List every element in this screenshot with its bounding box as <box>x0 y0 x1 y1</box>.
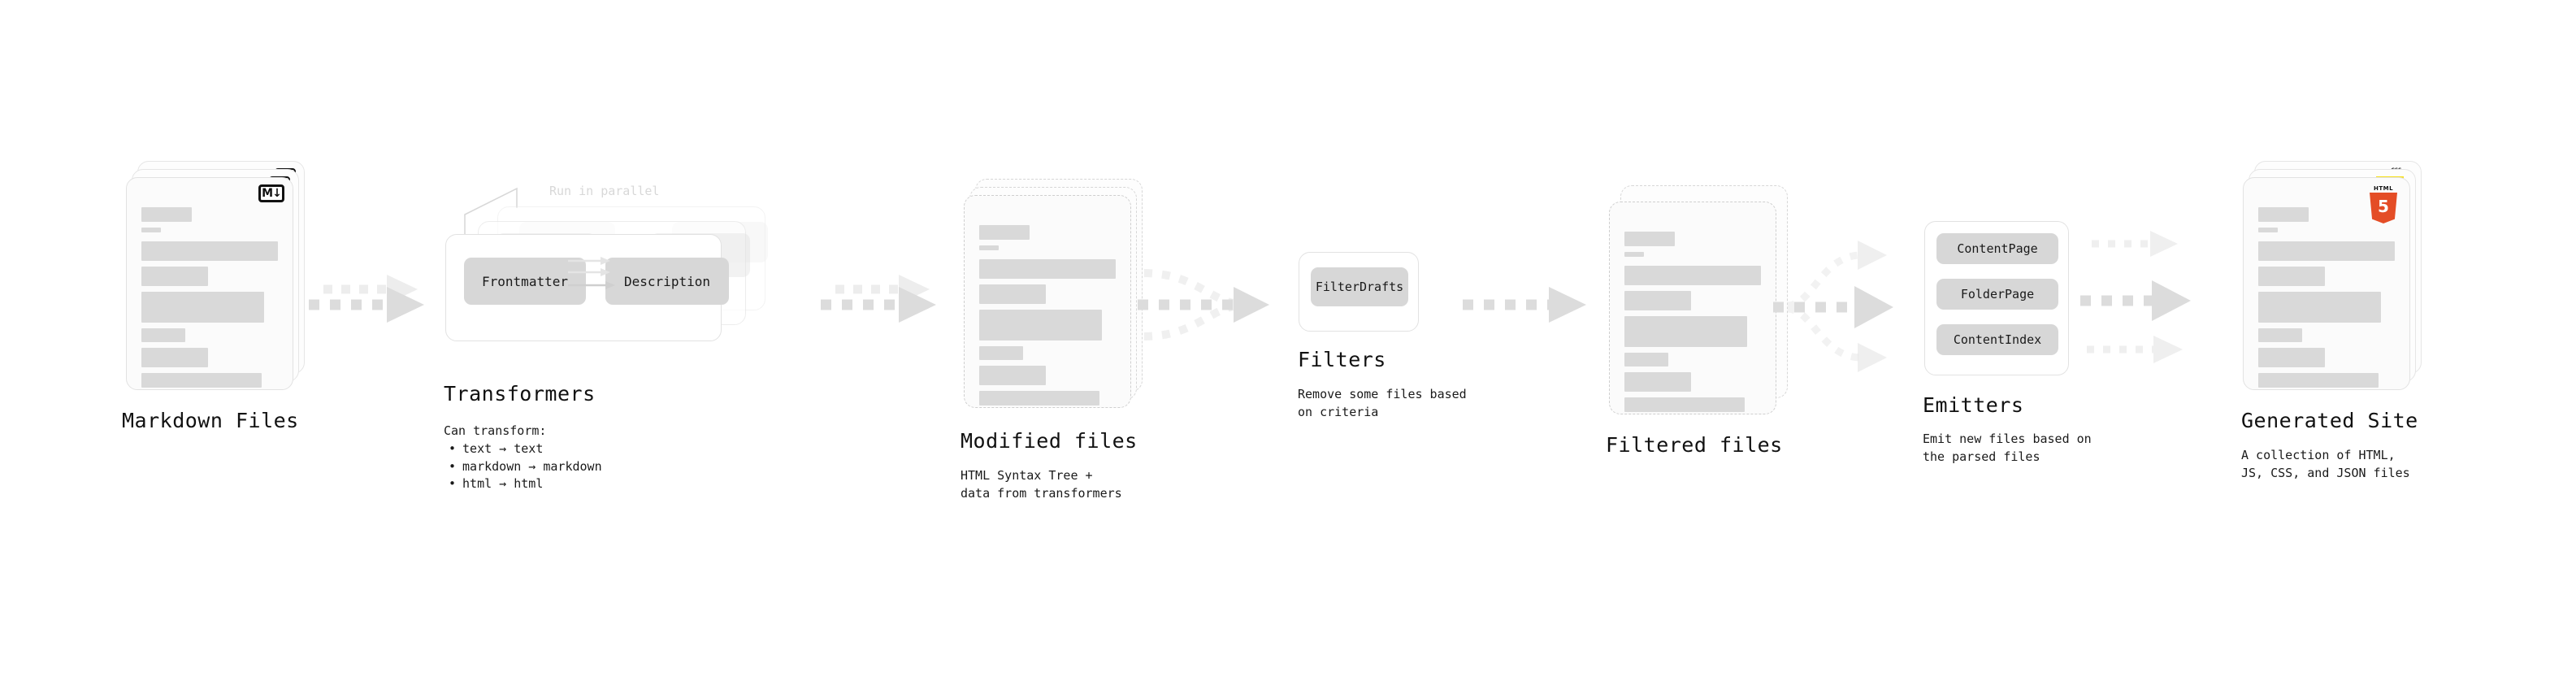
modified-description: HTML Syntax Tree + data from transformer… <box>961 467 1122 503</box>
html5-icon: HTML <box>2367 186 2400 223</box>
stage-filtered-files: Filtered files <box>1606 185 1788 457</box>
bullet-item: markdown → markdown <box>444 458 602 476</box>
filters-description: Remove some files based on criteria <box>1298 386 1467 422</box>
generated-description: A collection of HTML, JS, CSS, and JSON … <box>2241 447 2410 483</box>
chip-label: Description <box>624 273 710 289</box>
generated-desc-line-2: JS, CSS, and JSON files <box>2241 465 2410 480</box>
transformers-desc-heading: Can transform: <box>444 423 547 438</box>
arrow-filters-to-filtered <box>1463 287 1586 323</box>
skeleton-bars <box>2258 207 2395 393</box>
stage-title-markdown: Markdown Files <box>122 409 299 432</box>
emitter-chip-contentpage[interactable]: ContentPage <box>1936 233 2058 264</box>
chip-label: ContentPage <box>1957 241 2038 256</box>
bullet-item: text → text <box>444 440 602 458</box>
chip-label: Frontmatter <box>482 273 568 289</box>
stage-markdown-files: M↓ M↓ M↓ Markdown Files <box>122 161 305 432</box>
markdown-icon: M↓ <box>258 184 284 202</box>
emitters-desc-line-2: the parsed files <box>1923 449 2040 464</box>
chip-label: FolderPage <box>1960 287 2035 301</box>
emitters-desc-line-1: Emit new files based on <box>1923 432 2092 446</box>
stage-emitters: ContentPage FolderPage ContentIndex Emit… <box>1923 221 2092 464</box>
skeleton-bars <box>979 225 1116 411</box>
stage-title-filters: Filters <box>1298 348 1386 371</box>
chip-label: ContentIndex <box>1953 332 2042 347</box>
modified-document-card <box>964 195 1131 408</box>
run-in-parallel-label: Run in parallel <box>549 184 660 198</box>
transformers-description: Can transform: text → text markdown → ma… <box>444 423 602 493</box>
parallel-bracket-icon <box>464 187 518 234</box>
arrow-emitters-to-generated <box>2080 231 2191 363</box>
emitter-chip-folderpage[interactable]: FolderPage <box>1936 279 2058 310</box>
stage-title-generated: Generated Site <box>2241 409 2418 432</box>
generated-document-card: HTML <box>2243 177 2410 390</box>
modified-desc-line-2: data from transformers <box>961 485 1122 501</box>
emitters-description: Emit new files based on the parsed files <box>1923 431 2092 466</box>
skeleton-bars <box>1624 232 1761 418</box>
transformers-bullet-list: text → text markdown → markdown html → h… <box>444 440 602 493</box>
arrow-transformers-to-modified <box>821 275 936 323</box>
markdown-document-card: M↓ <box>126 177 293 390</box>
emitters-box: ContentPage FolderPage ContentIndex <box>1924 221 2069 375</box>
transformer-chip-description[interactable]: Description <box>605 258 729 305</box>
filter-chip-filterdrafts[interactable]: FilterDrafts <box>1311 267 1408 306</box>
skeleton-bars <box>141 207 278 393</box>
stage-generated-site: CSS HTML <box>2241 161 2422 480</box>
chip-label: FilterDrafts <box>1315 280 1404 294</box>
modified-desc-line-1: HTML Syntax Tree + <box>961 468 1093 483</box>
stage-title-transformers: Transformers <box>444 382 596 406</box>
filters-desc-line-1: Remove some files based <box>1298 387 1467 401</box>
stage-title-modified: Modified files <box>961 429 1138 453</box>
filters-desc-line-2: on criteria <box>1298 404 1379 419</box>
emitter-chip-contentindex[interactable]: ContentIndex <box>1936 324 2058 355</box>
stage-filters: FilterDrafts Filters Remove some files b… <box>1298 252 1467 419</box>
arrow-markdown-to-transformers <box>309 275 424 323</box>
stage-modified-files: Modified files HTML Syntax Tree + data f… <box>961 179 1143 501</box>
filters-box: FilterDrafts <box>1299 252 1419 332</box>
filtered-document-card <box>1609 202 1776 414</box>
transformer-inner-arrows-icon <box>568 257 615 289</box>
transformer-chip-frontmatter[interactable]: Frontmatter <box>464 258 586 305</box>
transformers-box: Frontmatter Description <box>445 234 729 341</box>
bullet-item: html → html <box>444 475 602 493</box>
stage-title-emitters: Emitters <box>1923 393 2024 417</box>
stage-title-filtered: Filtered files <box>1606 433 1783 457</box>
generated-desc-line-1: A collection of HTML, <box>2241 448 2396 462</box>
arrow-filtered-to-emitters <box>1773 241 1893 372</box>
arrow-modified-to-filters <box>1138 269 1269 340</box>
